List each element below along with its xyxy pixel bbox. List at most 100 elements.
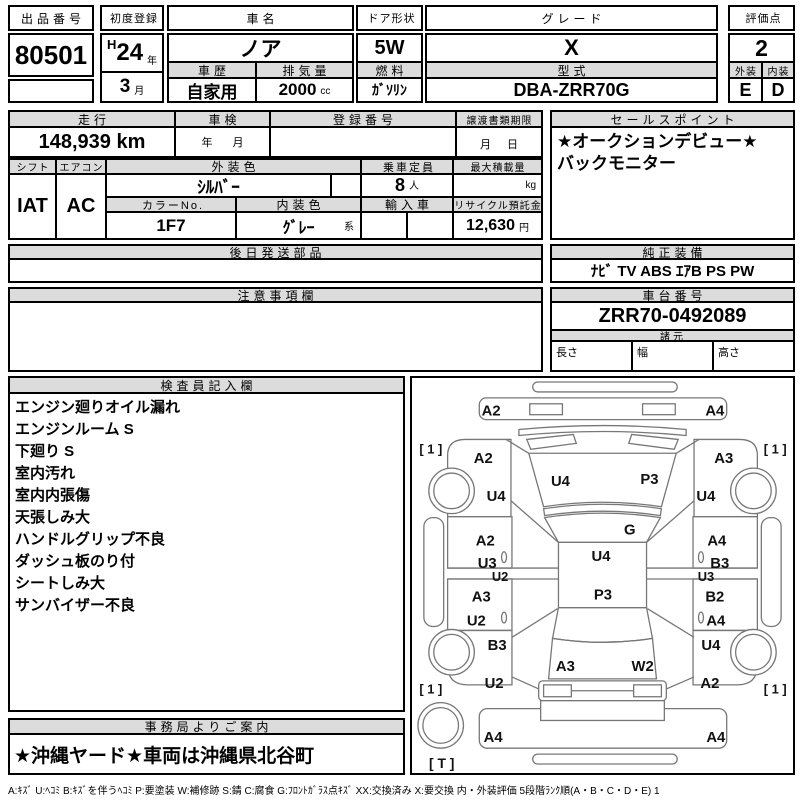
inspector-note: エンジンルーム S <box>15 421 134 438</box>
tailgate <box>547 637 658 680</box>
sales-point-line: ★オークションデビュー★ <box>557 132 758 151</box>
oem-equipment-value: ﾅﾋﾞ TV ABS ｴｱB PS PW <box>550 258 795 283</box>
damage-label: W2 <box>631 659 653 675</box>
spare-tire <box>417 702 465 749</box>
car-damage-map: A2 A4 [ 1 ] [ 1 ] A2 A3 U4 P3 U4 U4 G A2… <box>417 381 787 771</box>
era-letter: H <box>106 37 117 52</box>
score-header: 評価点 <box>728 5 795 31</box>
wheel-front-left-inner <box>433 472 471 510</box>
damage-label: A3 <box>556 659 575 675</box>
recycle-deposit-value-cell: 12,630 円 <box>452 211 543 240</box>
car-name-value: ノア <box>167 33 354 63</box>
exterior-grade-value: E <box>728 77 763 103</box>
wheel-front-right-inner <box>734 472 772 510</box>
lot-number-header: 出品番号 <box>8 5 94 31</box>
damage-label: A4 <box>484 730 504 746</box>
tire-mark: [ 1 ] <box>419 441 442 456</box>
lot-number-empty-box <box>8 79 94 103</box>
inspector-note: ダッシュ板のり付 <box>15 553 136 570</box>
damage-label: U4 <box>696 489 716 505</box>
door-shape-header: ドア形状 <box>356 5 423 31</box>
front-seam-left <box>505 438 530 454</box>
capacity-value: 8 <box>394 175 405 195</box>
capacity-value-cell: 8 人 <box>360 173 454 198</box>
wheel-rear-right <box>730 628 777 676</box>
color-no-value: 1F7 <box>105 211 237 240</box>
spec-width-cell: 幅 <box>631 340 714 372</box>
interior-color-value: ｸﾞﾚｰ <box>282 219 315 237</box>
displacement-header: 排気量 <box>255 61 354 79</box>
model-code-value: DBA-ZRR70G <box>425 77 718 103</box>
damage-label: U2 <box>485 676 504 692</box>
damage-label: A3 <box>472 590 491 606</box>
inspector-note: シートしみ大 <box>15 575 106 592</box>
damage-label: B3 <box>710 556 729 572</box>
inspector-note: 室内汚れ <box>15 465 76 482</box>
interior-color-suffix: 系 <box>344 222 354 233</box>
rocker-panel-right <box>760 516 782 628</box>
recycle-deposit-value: 12,630 <box>466 216 515 234</box>
damage-label: U4 <box>487 489 507 505</box>
damage-label: U4 <box>701 638 721 654</box>
damage-label: P3 <box>640 472 658 488</box>
front-top-bar <box>532 381 678 393</box>
tire-mark: [ 1 ] <box>764 682 787 697</box>
cowl-band <box>542 503 663 517</box>
door-handle <box>697 611 705 624</box>
rear-bottom-bar <box>532 753 678 765</box>
inspection-month-unit: 月 <box>232 137 244 149</box>
wheel-front-right <box>730 467 777 515</box>
transfer-day-unit: 日 <box>507 139 518 151</box>
wheel-rear-left <box>428 628 475 676</box>
caution-body <box>8 301 543 372</box>
door-handle <box>697 551 705 564</box>
damage-label: U3 <box>478 556 497 572</box>
exterior-color-value: ｼﾙﾊﾞｰ <box>105 173 332 198</box>
registration-month: 3 <box>119 76 131 97</box>
import-car-cell-2 <box>406 211 454 240</box>
damage-label: B3 <box>488 638 507 654</box>
inspector-notes-body: エンジン廻りオイル漏れ エンジンルーム S 下廻り S 室内汚れ 室内内張傷 天… <box>8 392 405 712</box>
fuel-value: ｶﾞｿﾘﾝ <box>356 77 423 103</box>
damage-label: U2 <box>492 569 508 584</box>
interior-color-value-cell: ｸﾞﾚｰ 系 <box>235 211 362 240</box>
year-unit: 年 <box>147 56 158 67</box>
hood-panel <box>527 452 678 508</box>
damage-label: A4 <box>707 533 727 549</box>
inspector-note: 下廻り S <box>15 443 75 460</box>
fender-left <box>446 438 512 518</box>
front-bumper-insert-right <box>641 403 676 416</box>
inspection-year-unit: 年 <box>201 137 213 149</box>
damage-code-legend: A:ｷｽﾞ U:ﾍｺﾐ B:ｷｽﾞを伴うﾍｺﾐ P:要塗装 W:補修跡 S:錆 … <box>8 786 660 797</box>
grade-header: グレード <box>425 5 718 31</box>
door-shape-value: 5W <box>356 33 423 63</box>
max-load-value-cell: kg <box>452 173 543 198</box>
damage-label: P3 <box>594 588 612 604</box>
first-registration-year-cell: H 24 年 <box>100 33 164 73</box>
displacement-value-cell: 2000 cc <box>255 77 354 103</box>
rocker-panel-left <box>423 516 445 628</box>
import-car-cell-1 <box>360 211 408 240</box>
mileage-value: 148,939 km <box>8 126 176 158</box>
a-pillar-left <box>510 500 559 543</box>
history-value: 自家用 <box>167 77 257 103</box>
inspector-note: ハンドルグリップ不良 <box>15 531 166 548</box>
sales-point-line: バックモニター <box>557 154 676 173</box>
capacity-unit: 人 <box>409 181 419 192</box>
inspector-note: エンジン廻りオイル漏れ <box>15 399 181 416</box>
spec-height-cell: 高さ <box>712 340 795 372</box>
month-unit: 月 <box>134 86 145 97</box>
chassis-number-value: ZRR70-0492089 <box>550 301 795 331</box>
damage-label: A3 <box>714 451 733 467</box>
damage-label: A4 <box>706 613 726 629</box>
damage-label: A2 <box>476 533 495 549</box>
lot-number-value: 80501 <box>8 33 94 77</box>
inspector-note: 室内内張傷 <box>15 487 91 504</box>
damage-label: A4 <box>706 730 726 746</box>
a-pillar-right <box>646 500 695 543</box>
wheel-rear-right-inner <box>734 633 772 671</box>
office-notice-value: ★沖縄ヤード★車両は沖縄県北谷町 <box>8 733 405 775</box>
grade-value: X <box>425 33 718 63</box>
transfer-deadline-value-cell: 月 日 <box>455 126 543 158</box>
